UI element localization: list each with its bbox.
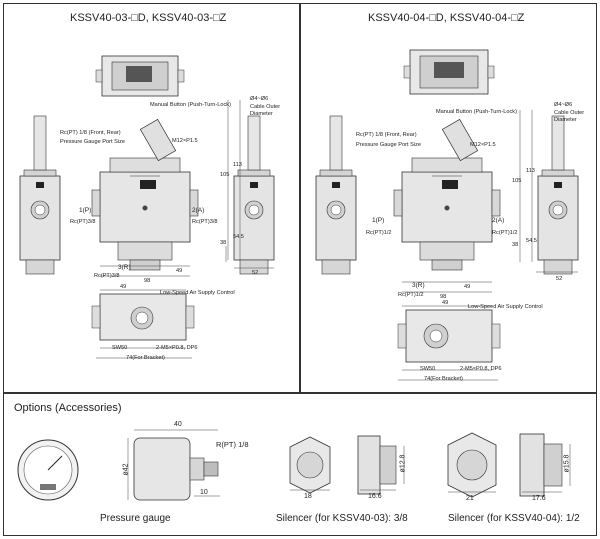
left-top-view	[95, 55, 185, 97]
silencer-03-views	[289, 435, 405, 495]
left-dim-98: 98	[144, 278, 151, 284]
right-in-port-label: 1(P)	[372, 217, 385, 224]
right-bottom-view	[397, 309, 501, 363]
top-left-panel	[3, 3, 300, 393]
right-low-speed-label: Low-Speed Air Supply Control	[468, 304, 543, 310]
right-diameter-label: Diameter	[554, 117, 577, 123]
left-low-speed-label: Low-Speed Air Supply Control	[160, 290, 235, 296]
left-dim-105: 105	[220, 172, 230, 178]
right-manual-button-label: Manual Button (Push-Turn-Lock)	[436, 109, 517, 115]
silencer-04-caption: Silencer (for KSSV40-04): 1/2	[448, 513, 580, 524]
left-exh-port-label: 3(R)	[118, 264, 131, 271]
right-out-port-label: 2(A)	[492, 217, 505, 224]
left-dim-52: 52	[252, 270, 259, 276]
left-side-view-left	[19, 115, 61, 275]
left-dim-54: 54.5	[233, 234, 244, 240]
silencer-04-dim-21: 21	[466, 495, 474, 502]
left-dim-113: 113	[233, 162, 242, 168]
options-panel	[3, 393, 597, 536]
left-dim-49a: 49	[176, 268, 183, 274]
right-dim-38: 38	[512, 242, 519, 248]
right-gauge-port-label: Pressure Gauge Port Size	[356, 142, 421, 148]
right-port-rc-label: Rc(PT) 1/8 (Front, Rear)	[356, 132, 417, 138]
left-in-rc-label: Rc(PT)3/8	[70, 219, 96, 225]
left-side-view-right	[233, 115, 275, 275]
left-out-port-label: 2(A)	[192, 207, 205, 214]
left-exh-rc-label: Rc(PT)3/8	[94, 273, 120, 279]
right-out-rc-label: Rc(PT)1/2	[492, 230, 518, 236]
right-dim-52: 52	[556, 276, 563, 282]
left-out-rc-label: Rc(PT)3/8	[192, 219, 218, 225]
left-manual-button-label: Manual Button (Push-Turn-Lock)	[150, 102, 231, 108]
gauge-dim-40: 40	[174, 421, 182, 428]
gauge-thread-label: R(PT) 1/8	[216, 440, 249, 449]
left-gauge-port-label: Pressure Gauge Port Size	[60, 139, 125, 145]
left-front-view	[91, 118, 199, 271]
right-m5-label: 2-M5×P0.8, DP6	[460, 366, 502, 372]
right-side-view-right	[537, 115, 579, 275]
right-top-view	[403, 49, 495, 95]
gauge-dim-10: 10	[200, 489, 208, 496]
silencer-03-caption: Silencer (for KSSV40-03): 3/8	[276, 513, 408, 524]
right-bracket-label: 74(For Bracket)	[424, 376, 463, 382]
left-cable-dia-label: Ø4~Ø6	[250, 96, 269, 102]
left-in-port-label: 1(P)	[79, 207, 92, 214]
right-side-view-left	[315, 115, 357, 275]
right-m12-label: M12×P1.5	[470, 142, 496, 148]
right-dim-54: 54.5	[526, 238, 537, 244]
left-bracket-label: 74(For Bracket)	[126, 355, 165, 361]
left-sw-label: SW50	[112, 345, 128, 351]
right-sw-label: SW50	[420, 366, 436, 372]
left-diameter-label: Diameter	[250, 111, 273, 117]
right-cable-outer-label: Cable Outer	[554, 110, 585, 116]
right-panel-title: KSSV40-04-□D, KSSV40-04-□Z	[368, 12, 525, 24]
right-dim-49a: 49	[464, 284, 471, 290]
right-dim-49b: 49	[442, 300, 449, 306]
right-exh-rc-label: Rc(PT)1/2	[398, 292, 424, 298]
left-port-rc-label: Rc(PT) 1/8 (Front, Rear)	[60, 130, 121, 136]
top-right-panel	[300, 3, 597, 393]
left-cable-outer-label: Cable Outer	[250, 104, 281, 110]
silencer-03-dim-dia: ø12.8	[399, 454, 407, 473]
right-dimension-lines	[398, 110, 578, 381]
gauge-side-view	[127, 429, 220, 501]
left-dim-49b: 49	[120, 284, 127, 290]
right-dim-105: 105	[512, 178, 522, 184]
silencer-03-dim-18: 18	[304, 493, 312, 500]
gauge-front-view	[17, 439, 79, 501]
left-panel-title: KSSV40-03-□D, KSSV40-03-□Z	[70, 12, 227, 24]
right-cable-dia-label: Ø4~Ø6	[554, 102, 573, 108]
gauge-dim-42: ø42	[122, 463, 130, 476]
left-m5-label: 2-M5×P0.8, DP6	[156, 345, 198, 351]
right-dim-113: 113	[526, 168, 535, 174]
right-exh-port-label: 3(R)	[412, 282, 425, 289]
right-front-view	[393, 118, 501, 271]
silencer-04-dim-dia: ø15.8	[563, 454, 571, 473]
gauge-caption: Pressure gauge	[100, 513, 171, 524]
left-m12-label: M12×P1.5	[172, 138, 198, 144]
left-bottom-view	[91, 293, 195, 341]
right-in-rc-label: Rc(PT)1/2	[366, 230, 392, 236]
options-heading: Options (Accessories)	[14, 402, 122, 414]
silencer-03-dim-16: 16.6	[368, 493, 382, 500]
left-dimension-lines	[96, 100, 274, 359]
right-dim-98: 98	[440, 294, 447, 300]
silencer-04-dim-17: 17.6	[532, 495, 546, 502]
silencer-04-views	[447, 432, 571, 498]
left-dim-38: 38	[220, 240, 227, 246]
